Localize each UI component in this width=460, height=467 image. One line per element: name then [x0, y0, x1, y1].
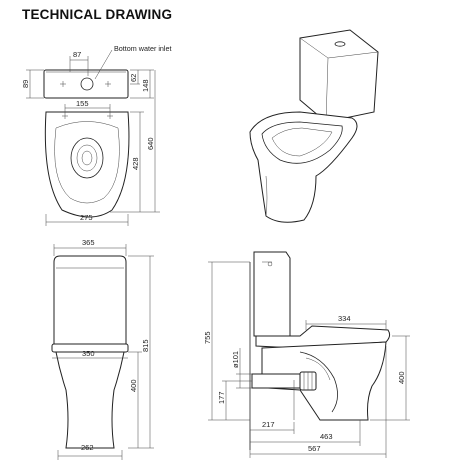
perspective-view: [249, 29, 379, 223]
dim-400-side: 400: [397, 371, 406, 384]
top-view: 87 Bottom water inlet 89 62 148 155 428 …: [21, 44, 172, 226]
iso-bowl: [249, 111, 358, 223]
front-pedestal: [55, 351, 125, 449]
dim-640: 640: [146, 137, 155, 150]
top-bowl-outline: [44, 111, 130, 218]
dim-101: ø101: [231, 351, 240, 368]
dim-334: 334: [338, 314, 351, 323]
dim-148: 148: [141, 79, 150, 92]
dim-89: 89: [21, 80, 30, 88]
side-bowl: [261, 341, 387, 421]
dim-275: 275: [80, 213, 93, 222]
page-title: TECHNICAL DRAWING: [22, 7, 173, 22]
dim-365: 365: [82, 238, 95, 247]
dim-567: 567: [308, 444, 321, 453]
dim-815: 815: [141, 339, 150, 352]
bowl-opening: [70, 137, 104, 179]
dim-217: 217: [262, 420, 275, 429]
note-bottom-water-inlet: Bottom water inlet: [114, 44, 172, 53]
dim-62: 62: [129, 74, 138, 82]
dim-428: 428: [131, 157, 140, 170]
iso-bowl-rim: [261, 121, 343, 164]
front-cistern: [53, 255, 127, 345]
iso-cistern: [299, 29, 379, 123]
dim-177: 177: [217, 391, 226, 404]
dim-400-front: 400: [129, 379, 138, 392]
top-cistern: [43, 69, 129, 99]
dim-262: 262: [81, 443, 94, 452]
dim-755: 755: [203, 331, 212, 344]
dim-87: 87: [73, 50, 81, 59]
side-view: 334 755 ø101 177 400 217 463 567: [203, 251, 410, 458]
front-view: 365 350 815 400 262: [51, 238, 154, 460]
flush-button: [334, 41, 346, 47]
water-inlet-circle: [80, 77, 94, 91]
dim-463: 463: [320, 432, 333, 441]
dim-155: 155: [76, 99, 89, 108]
side-cistern: [253, 251, 291, 337]
dim-350: 350: [82, 349, 95, 358]
